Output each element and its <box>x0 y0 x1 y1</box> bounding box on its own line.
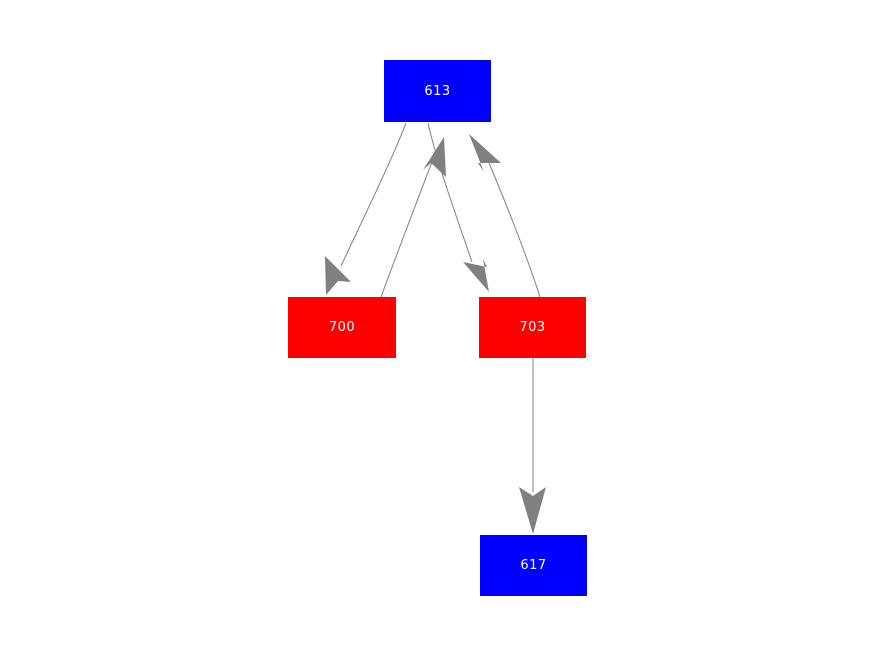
edge-700-to-613-arrowhead <box>423 137 446 177</box>
node-613[interactable]: 613 <box>384 60 491 122</box>
edge-613-to-703[interactable] <box>427 122 489 292</box>
edge-703-to-617-arrowhead <box>519 487 546 534</box>
node-613-label: 613 <box>424 83 451 99</box>
edge-700-to-613[interactable] <box>380 137 446 298</box>
edge-613-to-700-arrowhead <box>325 256 351 295</box>
node-703[interactable]: 703 <box>479 297 586 358</box>
edge-613-to-700[interactable] <box>325 122 407 295</box>
edge-703-to-613[interactable] <box>469 134 541 298</box>
node-700-label: 700 <box>328 320 356 335</box>
node-703-label: 703 <box>519 320 546 335</box>
node-617-label: 617 <box>520 558 547 573</box>
edge-613-to-700-line <box>340 122 407 267</box>
edge-703-to-613-arrowhead <box>469 134 501 172</box>
edge-613-to-703-line <box>427 122 473 263</box>
node-617[interactable]: 617 <box>480 535 587 596</box>
edge-703-to-613-line <box>488 162 541 298</box>
node-700[interactable]: 700 <box>288 297 396 358</box>
edge-703-to-617[interactable] <box>519 358 546 534</box>
edge-613-to-703-arrowhead <box>463 259 489 292</box>
edge-700-to-613-line <box>380 161 433 298</box>
